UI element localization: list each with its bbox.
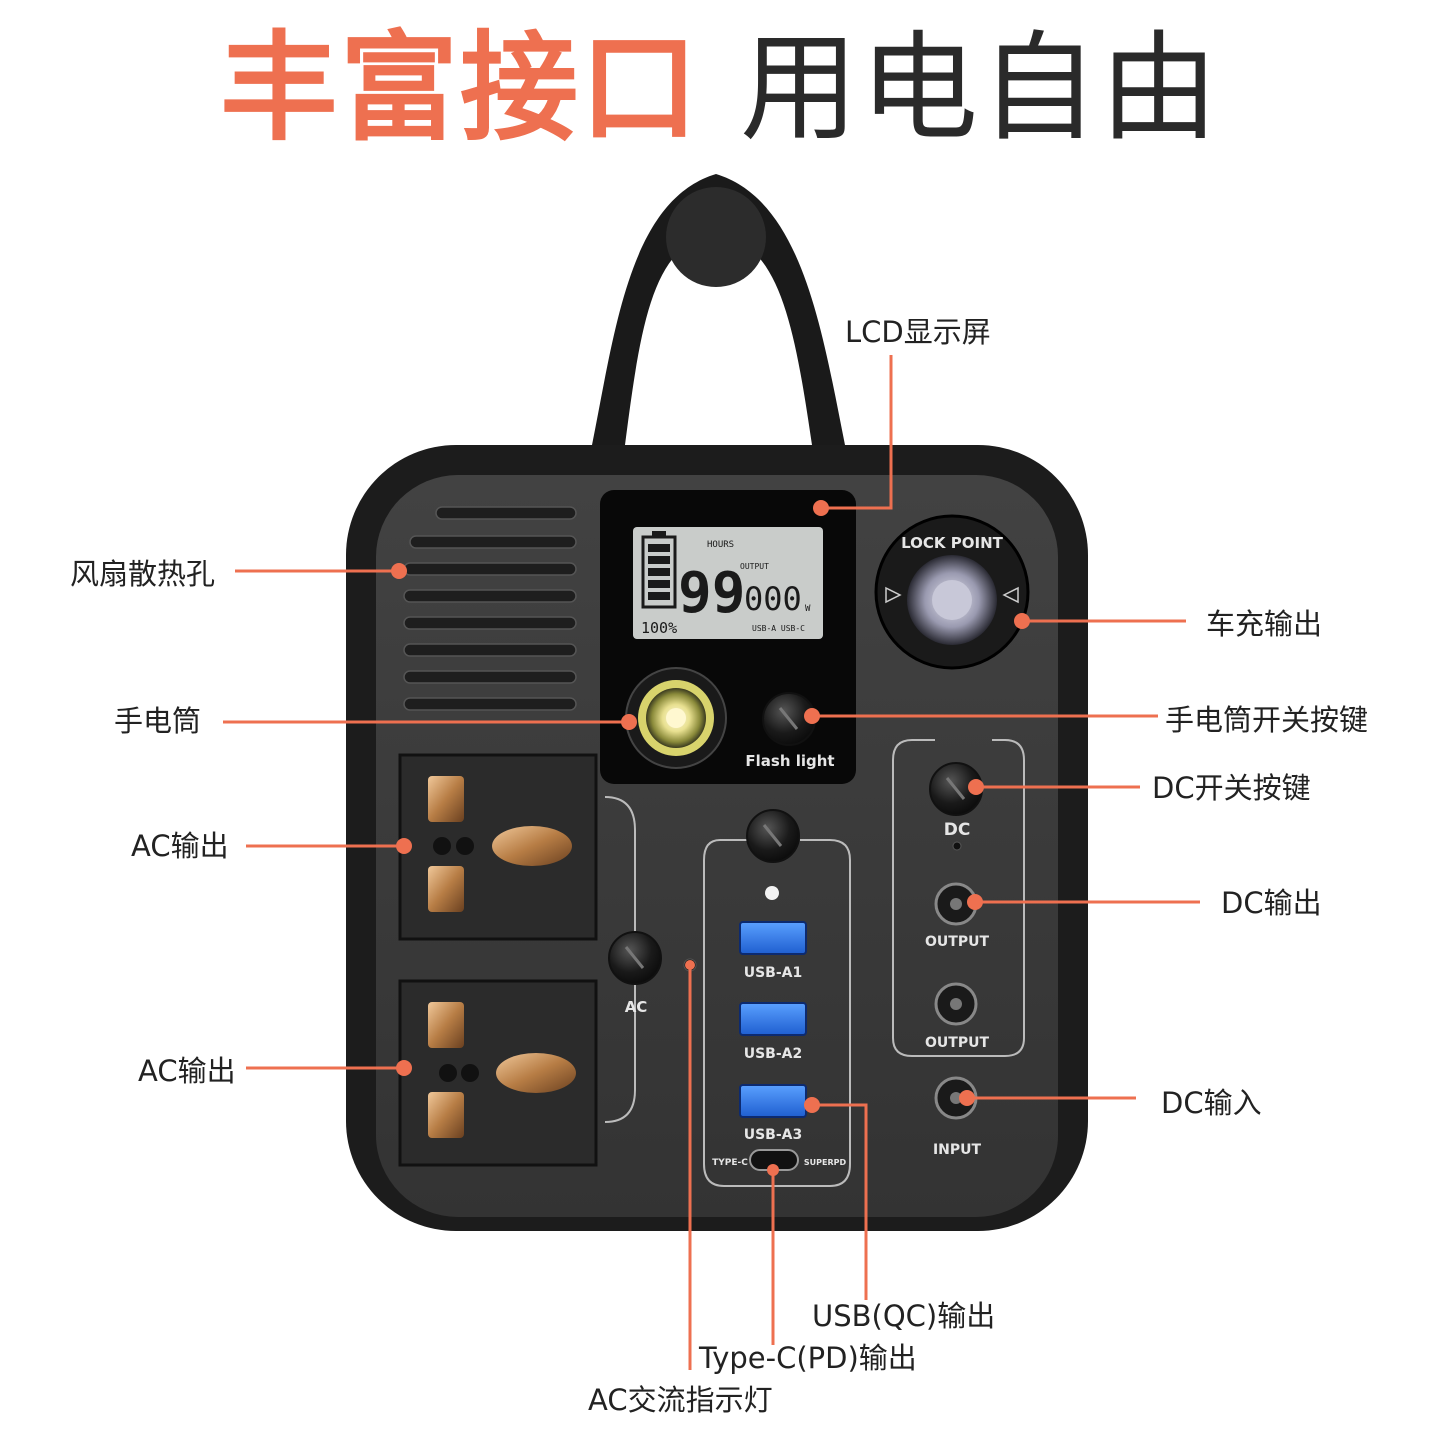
superpd-label: SUPERPD xyxy=(804,1158,847,1167)
callout-dc-out: DC输出 xyxy=(1221,886,1322,920)
dc-output-label-1: OUTPUT xyxy=(925,934,989,950)
lcd-screen xyxy=(633,527,823,639)
lock-point-label: LOCK POINT xyxy=(901,534,1004,552)
dc-input-port xyxy=(934,1076,978,1120)
flash-label: Flash light xyxy=(745,752,834,770)
ac-outlet-1 xyxy=(398,753,598,941)
callout-lcd: LCD显示屏 xyxy=(845,315,991,349)
battery-icon xyxy=(641,531,677,609)
fan-vents xyxy=(403,506,577,711)
lcd-ports: USB-A USB-C xyxy=(752,624,805,633)
usb-a1-label: USB-A1 xyxy=(744,965,803,981)
lcd-big-digits: 99 xyxy=(678,561,745,626)
dc-output-label-2: OUTPUT xyxy=(925,1035,989,1051)
dc-indicator-light xyxy=(952,841,962,851)
usb-a2-port xyxy=(739,1002,807,1036)
title-accent: 丰富接口 xyxy=(219,19,700,157)
callout-usb-qc: USB(QC)输出 xyxy=(812,1299,996,1333)
usb-switch-knob[interactable] xyxy=(746,809,800,863)
callout-dc-switch: DC开关按键 xyxy=(1152,771,1311,805)
lcd-small-digits: 000 xyxy=(744,580,802,618)
callout-type-c: Type-C(PD)输出 xyxy=(699,1341,917,1375)
callout-ac-out-1: AC输出 xyxy=(131,829,229,863)
lcd-hours: HOURS xyxy=(707,540,734,550)
title-dark: 用电自由 xyxy=(740,19,1221,157)
page-title: 丰富接口用电自由 xyxy=(0,18,1440,158)
lcd-output: OUTPUT xyxy=(740,562,769,571)
ac-label: AC xyxy=(625,998,648,1016)
flash-switch-knob[interactable] xyxy=(762,692,816,746)
leader-dots xyxy=(391,500,1030,1176)
handle xyxy=(592,174,845,445)
car-charger-socket: LOCK POINT xyxy=(874,514,1030,670)
leader-lines xyxy=(223,355,1200,1370)
usb-a3-port xyxy=(739,1084,807,1118)
callout-ac-out-2: AC输出 xyxy=(138,1054,236,1088)
callout-car-charger: 车充输出 xyxy=(1206,607,1323,641)
ac-outlet-2 xyxy=(398,979,598,1167)
lcd-percent: 100% xyxy=(641,619,677,637)
usb-a1-port xyxy=(739,921,807,955)
ac-switch-knob[interactable] xyxy=(608,931,662,985)
usb-a3-label: USB-A3 xyxy=(744,1127,803,1143)
dc-output-port-2 xyxy=(934,982,978,1026)
type-c-label: TYPE-C xyxy=(712,1158,748,1168)
flashlight-icon xyxy=(625,667,727,769)
callout-dc-in: DC输入 xyxy=(1161,1086,1262,1120)
callout-ac-light: AC交流指示灯 xyxy=(588,1383,773,1417)
callout-fan: 风扇散热孔 xyxy=(70,557,216,591)
callout-flash-switch: 手电筒开关按键 xyxy=(1165,703,1369,737)
lcd-unit: W xyxy=(805,604,811,614)
usb-a2-label: USB-A2 xyxy=(744,1046,803,1062)
dc-label: DC xyxy=(944,820,971,840)
usb-indicator-light xyxy=(765,886,779,900)
dc-input-label: INPUT xyxy=(933,1142,982,1158)
callout-flashlight: 手电筒 xyxy=(114,704,202,738)
